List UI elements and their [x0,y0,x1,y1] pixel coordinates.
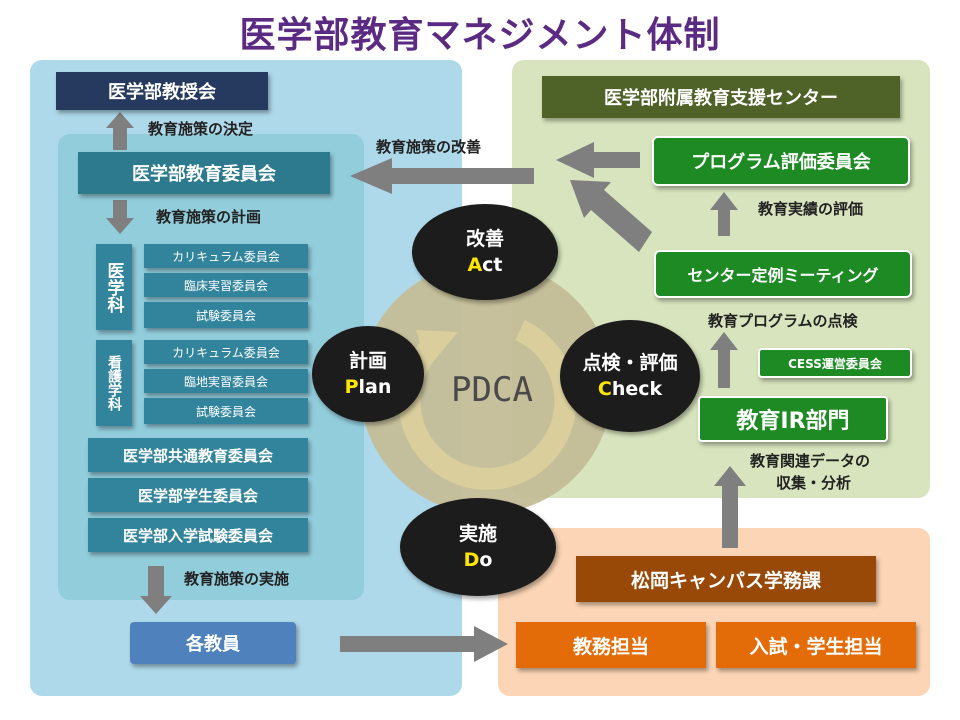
do-rest: o [479,549,493,571]
program-evaluation-committee: プログラム評価委員会 [652,136,910,186]
act-rest: ct [482,254,503,276]
academic-affairs: 教務担当 [516,622,706,668]
faculty-council: 医学部教授会 [56,72,268,110]
nursing-exam-committee: 試験委員会 [144,398,308,424]
data-collection-label-line2: 収集・分析 [776,474,852,492]
program-inspection-label: 教育プログラムの点検 [708,312,858,330]
entrance-exam-committee: 医学部入学試験委員会 [88,518,308,552]
page-title: 医学部教育マネジメント体制 [239,15,721,56]
regular-meeting: センター定例ミーティング [654,250,912,298]
faculty-members: 各教員 [130,622,296,664]
policy-plan-label: 教育施策の計画 [156,208,262,226]
performance-evaluation-label: 教育実績の評価 [758,200,864,218]
plan-oval: 計画 Plan [312,326,424,422]
arrow-diagonal-icon [570,180,652,252]
nursing-curriculum-committee: カリキュラム委員会 [144,340,308,364]
policy-improvement-label: 教育施策の改善 [376,138,482,156]
act-jp: 改善 [465,228,504,250]
plan-initial: P [344,376,359,398]
data-collection-label-line1: 教育関連データの [750,452,871,470]
check-rest: heck [611,378,663,400]
policy-implementation-label: 教育施策の実施 [184,570,290,588]
cess-committee: CESS運営委員会 [758,348,912,378]
check-jp: 点検・評価 [582,352,678,374]
check-initial: C [597,378,612,400]
arrow-down-implement-icon [140,566,172,614]
common-education-committee: 医学部共通教育委員会 [88,438,308,472]
medicine-curriculum-committee: カリキュラム委員会 [144,244,308,268]
arrow-up-ir-icon [714,466,746,548]
arrow-down-plan-icon [106,200,134,234]
do-jp: 実施 [458,523,497,545]
do-oval: 実施 Do [400,498,556,596]
medicine-exam-committee: 試験委員会 [144,302,308,328]
ir-division: 教育IR部門 [698,396,888,442]
act-en: Act [467,252,502,278]
student-committee: 医学部学生委員会 [88,478,308,512]
medicine-dept-text: 医学科 [103,261,124,313]
medicine-clinical-committee: 臨床実習委員会 [144,273,308,297]
cycle-arrowhead-icon [416,330,458,368]
do-initial: D [463,549,480,571]
plan-rest: lan [358,376,392,398]
do-en: Do [464,547,493,573]
plan-jp: 計画 [348,350,387,372]
arrow-right-faculty-icon [340,626,508,662]
admission-student-affairs: 入試・学生担当 [716,622,916,668]
education-committee: 医学部教育委員会 [78,152,330,194]
arrow-up-eval-icon [710,192,738,236]
arrow-up-to-council-icon [106,112,134,150]
arrow-left-eval-icon [556,142,640,178]
policy-decision-label: 教育施策の決定 [148,120,254,138]
arrow-left-improve-icon [350,158,534,194]
act-initial: A [467,254,483,276]
arrow-up-meeting-icon [710,332,738,388]
plan-en: Plan [345,374,392,400]
check-en: Check [598,376,662,402]
pdca-label: PDCA [451,370,533,410]
nursing-dept-text: 看護学科 [106,355,122,411]
nursing-dept-label: 看護学科 [96,340,132,426]
act-oval: 改善 Act [412,204,558,300]
check-oval: 点検・評価 Check [560,320,700,432]
support-center: 医学部附属教育支援センター [542,76,900,118]
student-affairs-division: 松岡キャンパス学務課 [576,556,876,602]
nursing-practicum-committee: 臨地実習委員会 [144,369,308,393]
medicine-dept-label: 医学科 [96,244,132,330]
